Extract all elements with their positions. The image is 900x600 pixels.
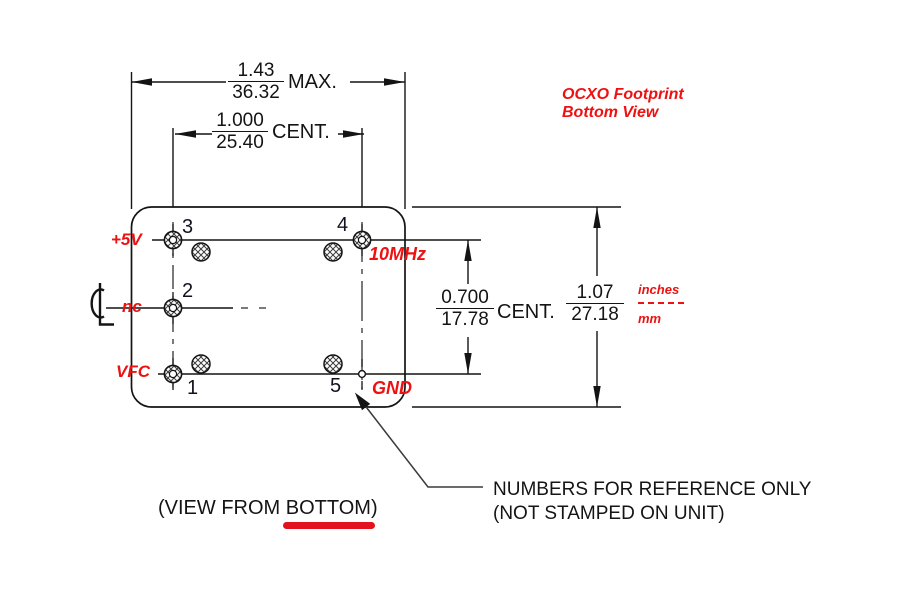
- height-dimension-arrows: [464, 207, 601, 407]
- pin-3-circle: [163, 230, 183, 250]
- pin-4-circle: [352, 230, 372, 250]
- height-inches: 1.07: [566, 282, 624, 304]
- width-dimension: 1.43 36.32: [228, 60, 284, 104]
- pin-1-circle: [163, 364, 183, 384]
- height-mm: 27.18: [571, 304, 619, 325]
- pad-top-right: [323, 242, 343, 262]
- drawing-title-line1: OCXO Footprint: [562, 86, 684, 103]
- pin-1-signal-label: VFC: [116, 362, 150, 381]
- width-inches: 1.43: [228, 60, 284, 82]
- pin-2-number: 2: [182, 280, 194, 302]
- bottom-underline-highlight: [283, 522, 375, 529]
- column-spacing-dimension: 1.000 25.40: [212, 110, 268, 154]
- reference-note-line2: (NOT STAMPED ON UNIT): [493, 503, 725, 524]
- centerline-symbol: [90, 283, 114, 326]
- width-dimension-arrows: [131, 78, 405, 138]
- pin-4-signal-label: 10MHz: [369, 244, 427, 264]
- row-spacing-mm: 17.78: [441, 309, 489, 330]
- pin-5-number: 5: [330, 375, 342, 397]
- pad-bottom-right: [323, 354, 343, 374]
- units-legend-divider: [638, 302, 684, 304]
- reference-note-line1: NUMBERS FOR REFERENCE ONLY: [493, 479, 812, 500]
- units-legend-mm: mm: [638, 311, 662, 326]
- row-spacing-qualifier: CENT.: [497, 301, 555, 323]
- row-spacing-inches: 0.700: [436, 287, 494, 309]
- drawing-title-line2: Bottom View: [562, 104, 659, 121]
- pin-3-signal-label: +5V: [111, 230, 142, 249]
- column-spacing-mm: 25.40: [216, 132, 264, 153]
- width-mm: 36.32: [232, 82, 280, 103]
- row-spacing-dimension: 0.700 17.78: [436, 287, 494, 331]
- drawing-title: OCXO Footprint Bottom View: [562, 86, 684, 122]
- pin-5-signal-label: GND: [372, 378, 412, 398]
- pin-3-number: 3: [182, 216, 194, 238]
- column-spacing-inches: 1.000: [212, 110, 268, 132]
- pin-2-circle: [163, 298, 183, 318]
- column-spacing-qualifier: CENT.: [272, 121, 330, 143]
- pin-1-number: 1: [187, 377, 199, 399]
- height-dimension-lines: [412, 206, 621, 408]
- pad-bottom-left: [191, 354, 211, 374]
- pin-5-circle: [357, 369, 367, 379]
- pin-2-signal-label: nc: [122, 297, 142, 316]
- view-from-bottom-label: (VIEW FROM BOTTOM): [158, 497, 378, 519]
- units-legend-inches: inches: [638, 282, 680, 297]
- note-leader: [354, 392, 483, 488]
- width-qualifier: MAX.: [288, 71, 337, 93]
- pad-top-left: [191, 242, 211, 262]
- pin-4-number: 4: [337, 214, 349, 236]
- mounting-pads: [191, 242, 343, 374]
- height-dimension: 1.07 27.18: [566, 282, 624, 326]
